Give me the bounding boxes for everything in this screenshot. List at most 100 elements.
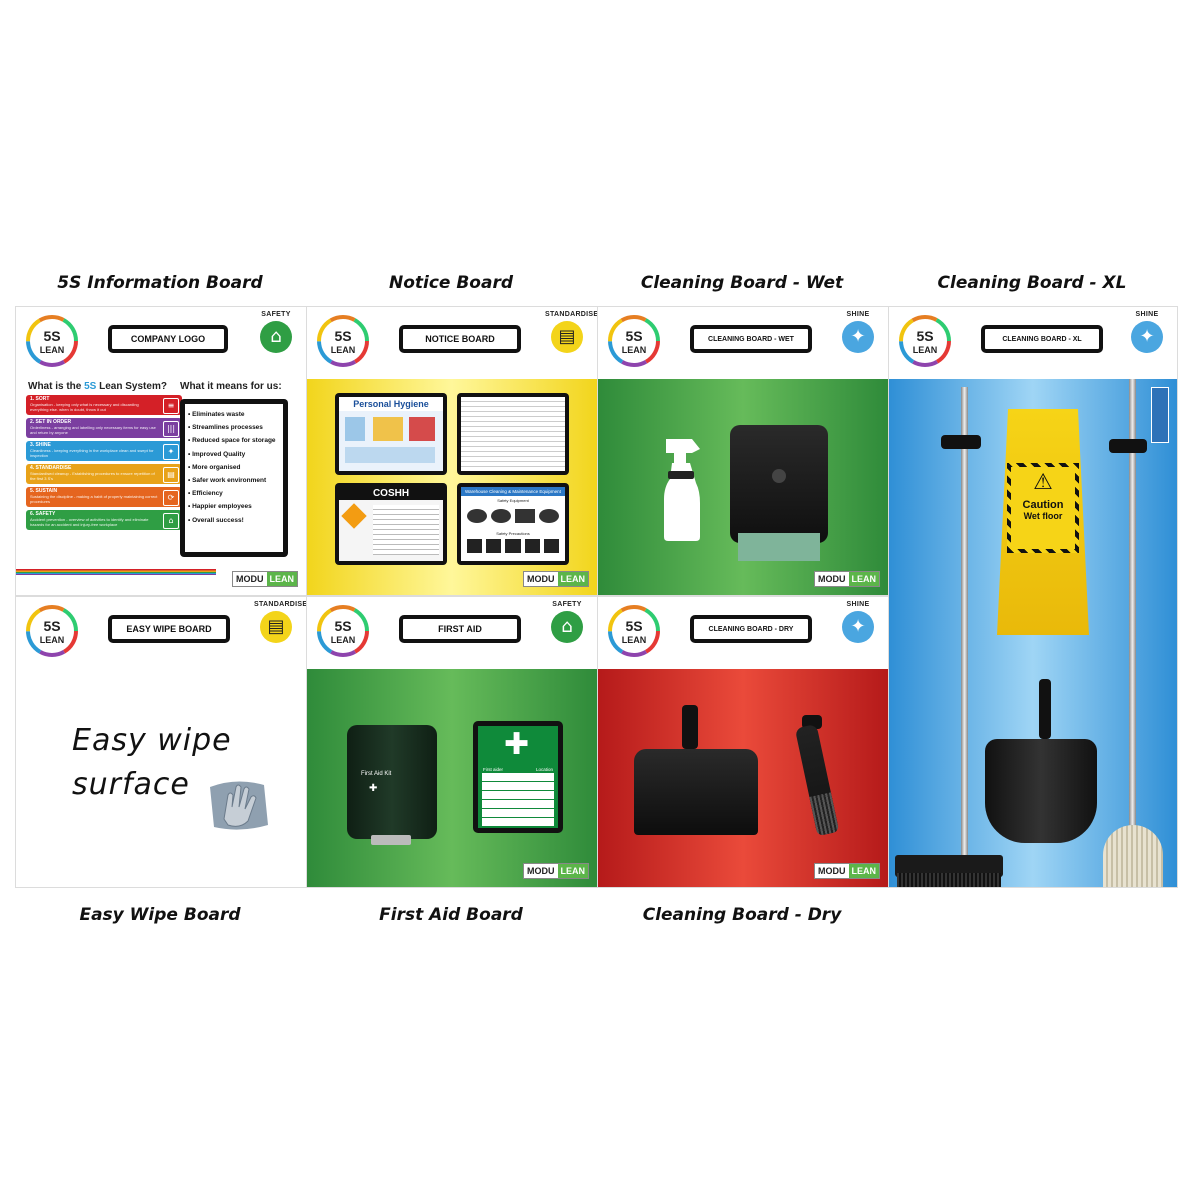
5s-lean-logo: 5S LEAN — [26, 605, 78, 657]
svg-text:5S: 5S — [43, 618, 60, 634]
easy-wipe-text-line1: Easy wipe — [72, 723, 232, 758]
wet-floor-warning-panel: ⚠ Caution Wet floor — [1007, 463, 1079, 553]
logo-5s-text: 5S — [43, 328, 60, 344]
svg-text:5S: 5S — [625, 328, 642, 344]
standardise-badge: STANDARDISE ▤ — [545, 311, 597, 353]
cleaning-dry-plate: CLEANING BOARD - DRY — [690, 615, 812, 643]
notice-schedule-sheet — [457, 393, 569, 475]
svg-text:LEAN: LEAN — [331, 345, 356, 355]
caption-xl: Cleaning Board - XL — [937, 273, 1127, 293]
caption-info: 5S Information Board — [57, 273, 263, 293]
benefit-item: • Eliminates waste — [188, 411, 245, 418]
wiping-hand-icon — [210, 781, 268, 830]
notice-coshh: COSHH — [335, 483, 447, 565]
svg-text:LEAN: LEAN — [331, 635, 356, 645]
svg-text:LEAN: LEAN — [913, 345, 938, 355]
notice-board-surface: Personal Hygiene COSHH Warehouse Cleanin… — [307, 379, 597, 595]
sustain-icon: ⟳ — [163, 490, 179, 506]
broom-handle — [961, 387, 968, 855]
board-cleaning-xl: 5S LEAN CLEANING BOARD - XL SHINE ✦ ⚠ Ca… — [888, 306, 1178, 888]
benefits-panel: • Eliminates waste • Streamlines processe… — [180, 399, 288, 557]
cleaning-xl-plate: CLEANING BOARD - XL — [981, 325, 1103, 353]
cleaning-wet-plate: CLEANING BOARD - WET — [690, 325, 812, 353]
first-aid-cross-icon: ✚ — [504, 727, 530, 762]
sort-icon: ≡ — [163, 398, 179, 414]
mop-handle — [1129, 379, 1136, 825]
wet-floor-text: Wet floor — [1023, 511, 1063, 521]
cleaning-xl-surface: ⚠ Caution Wet floor — [889, 379, 1177, 887]
standardise-icon: ▤ — [163, 467, 179, 483]
rainbow-stripe — [16, 569, 216, 575]
shine-badge: SHINE ✦ — [836, 601, 880, 643]
first-aid-kit-label: First Aid Kit — [361, 771, 392, 777]
notice-warehouse-equipment: Warehouse Cleaning & Maintenance Equipme… — [457, 483, 569, 565]
benefit-item: • Overall success! — [188, 516, 244, 524]
svg-text:LEAN: LEAN — [622, 345, 647, 355]
standardise-badge: STANDARDISE ▤ — [254, 601, 306, 643]
hand-brush — [794, 723, 840, 837]
dustpan — [634, 749, 758, 835]
shine-icon: ✦ — [842, 611, 874, 643]
benefit-item: • Efficiency — [188, 490, 223, 498]
5s-lean-logo: 5S LEAN — [26, 315, 78, 367]
first-aid-plate: FIRST AID — [399, 615, 521, 643]
shine-icon: ✦ — [842, 321, 874, 353]
board-header: 5S LEAN CLEANING BOARD - WET SHINE ✦ — [598, 307, 888, 379]
board-cleaning-wet: 5S LEAN CLEANING BOARD - WET SHINE ✦ MOD… — [597, 306, 889, 596]
svg-text:5S: 5S — [334, 328, 351, 344]
svg-text:LEAN: LEAN — [622, 635, 647, 645]
standardise-icon: ▤ — [551, 321, 583, 353]
5s-lean-logo: 5S LEAN — [317, 605, 369, 657]
safety-exit-icon: ⌂ — [260, 321, 292, 353]
company-logo-plate: COMPANY LOGO — [108, 325, 228, 353]
board-header: 5S LEAN NOTICE BOARD STANDARDISE ▤ — [307, 307, 597, 379]
first-aider-sign: ✚ First aider Location — [473, 721, 563, 833]
caption-wet: Cleaning Board - Wet — [640, 273, 844, 293]
board-cleaning-dry: 5S LEAN CLEANING BOARD - DRY SHINE ✦ MOD… — [597, 596, 889, 888]
board-header: 5S LEAN FIRST AID SAFETY ⌂ — [307, 597, 597, 669]
svg-text:LEAN: LEAN — [40, 635, 65, 645]
paper-towel — [738, 533, 820, 561]
board-notice: 5S LEAN NOTICE BOARD STANDARDISE ▤ Perso… — [306, 306, 598, 596]
dustpan-hook — [682, 705, 698, 749]
mop-hook — [1109, 439, 1147, 453]
standardise-icon: ▤ — [260, 611, 292, 643]
safety-exit-icon: ⌂ — [551, 611, 583, 643]
mop-head — [1103, 825, 1163, 887]
modulean-vertical-logo — [1151, 387, 1169, 443]
5s-lean-logo: 5S LEAN — [608, 605, 660, 657]
safety-icon: ⌂ — [163, 513, 179, 529]
logo-lean-text: LEAN — [40, 345, 65, 355]
benefit-item: • Streamlines processes — [188, 424, 263, 432]
slip-hazard-icon: ⚠ — [1033, 470, 1053, 495]
paper-towel-dispenser — [730, 425, 828, 543]
mop-bucket — [985, 739, 1097, 843]
first-aid-kit: First Aid Kit ✚ — [347, 725, 437, 845]
5s-lean-logo: 5S LEAN — [317, 315, 369, 367]
safety-badge: SAFETY ⌂ — [545, 601, 589, 643]
safety-badge: SAFETY ⌂ — [254, 311, 298, 353]
caption-easy: Easy Wipe Board — [79, 905, 241, 925]
broom-hook — [941, 435, 981, 449]
easy-wipe-text-line2: surface — [72, 767, 190, 802]
notice-personal-hygiene: Personal Hygiene — [335, 393, 447, 475]
broom-bristles — [897, 873, 1001, 887]
caption-notice: Notice Board — [388, 273, 514, 293]
what-is-5s-heading: What is the 5S Lean System? — [28, 381, 167, 392]
what-it-means-heading: What it means for us: — [180, 381, 282, 392]
shine-icon: ✦ — [163, 444, 179, 460]
svg-text:5S: 5S — [334, 618, 351, 634]
spray-bottle-icon — [664, 439, 700, 541]
